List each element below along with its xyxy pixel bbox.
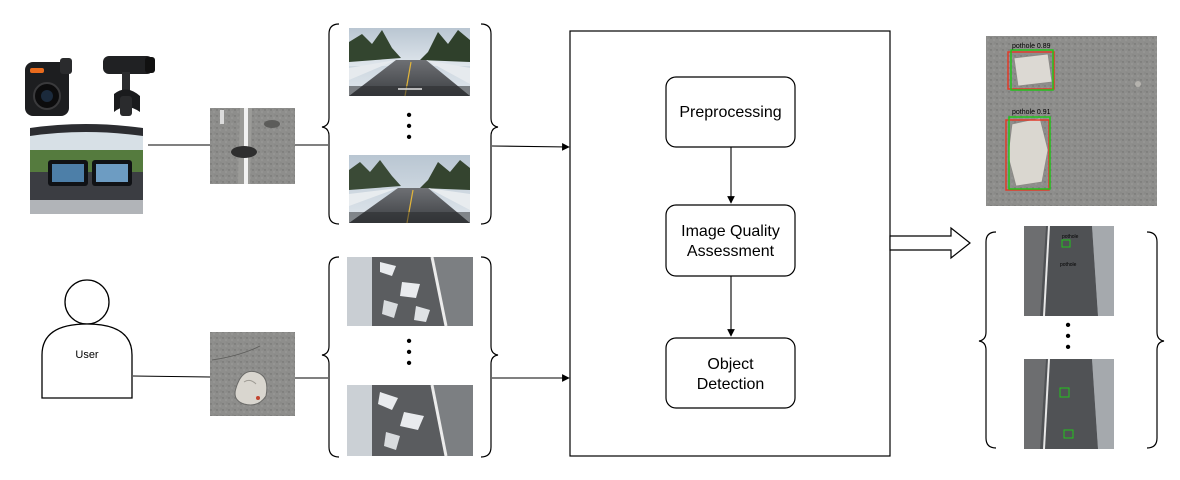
output-arrow — [889, 226, 971, 260]
detection-frame: pothole pothole — [1024, 225, 1114, 317]
detection-label: pothole — [1062, 234, 1079, 240]
output-ellipsis-dot-1: • — [1065, 317, 1071, 334]
detection-bbox — [1063, 429, 1074, 439]
frames-top-ellipsis-dot-2: • — [406, 118, 412, 135]
detection-bbox — [1005, 119, 1050, 191]
output-ellipsis-dot-3: • — [1065, 339, 1071, 356]
frames-bottom-left-brace — [321, 256, 340, 458]
detection-label-line-1: Object — [707, 356, 754, 373]
detection-bbox — [1008, 116, 1051, 190]
processing-pipeline: Preprocessing Image Quality Assessment O… — [569, 30, 891, 457]
user-body-icon — [41, 323, 133, 399]
output-frames-group: pothole pothole • • • — [978, 225, 1165, 450]
dashcam-frames-group: • • • — [321, 23, 499, 225]
user-label: User — [75, 349, 99, 361]
pothole-sample-photo — [210, 332, 295, 416]
detection-box — [665, 337, 796, 409]
detection-result-photo: pothole 0.89 pothole 0.91 — [986, 36, 1157, 206]
frames-bottom-ellipsis-dot-2: • — [406, 344, 412, 361]
output-left-brace — [978, 231, 997, 449]
sidewalk-frame — [347, 256, 473, 327]
frames-bottom-ellipsis-dot-3: • — [406, 355, 412, 372]
iqa-label-line-2: Assessment — [687, 243, 775, 260]
dashcam-devices-image — [25, 56, 155, 214]
detection-bbox — [1007, 51, 1055, 90]
detection-label: pothole — [1060, 262, 1077, 268]
frames-top-right-brace — [480, 23, 499, 225]
output-right-brace — [1146, 231, 1165, 449]
sidewalk-frame — [347, 384, 473, 457]
dashcam-small-icon — [25, 58, 72, 116]
detection-frame — [1024, 358, 1114, 450]
dashcam-frame — [349, 28, 470, 97]
car-interior-photo — [30, 124, 143, 214]
arrow-frames-top-to-pipeline — [491, 143, 570, 151]
frames-top-left-brace — [321, 23, 340, 225]
detection-bbox — [1061, 239, 1071, 248]
user-head-icon — [64, 279, 110, 325]
dashcam-mount-icon — [103, 56, 155, 116]
road-sample-photo — [210, 108, 295, 184]
detection-label-line-2: Detection — [697, 376, 765, 393]
frames-bottom-ellipsis-dot-1: • — [406, 333, 412, 350]
frames-top-ellipsis-dot-1: • — [406, 107, 412, 124]
detection-bbox — [1059, 387, 1070, 398]
user-figure: User — [41, 279, 133, 399]
iqa-box — [665, 204, 796, 277]
frames-top-ellipsis-dot-3: • — [406, 129, 412, 146]
iqa-label-line-1: Image Quality — [681, 223, 780, 240]
user-frames-group: • • • — [321, 256, 499, 458]
dashcam-frame — [349, 155, 470, 224]
preprocessing-label: Preprocessing — [679, 104, 781, 121]
output-ellipsis-dot-2: • — [1065, 328, 1071, 345]
detection-label: pothole 0.91 — [1012, 109, 1051, 116]
detection-label: pothole 0.89 — [1012, 43, 1051, 50]
frames-bottom-right-brace — [480, 256, 499, 458]
connector-user-to-pothole — [132, 375, 211, 378]
detection-bbox — [1010, 49, 1054, 91]
